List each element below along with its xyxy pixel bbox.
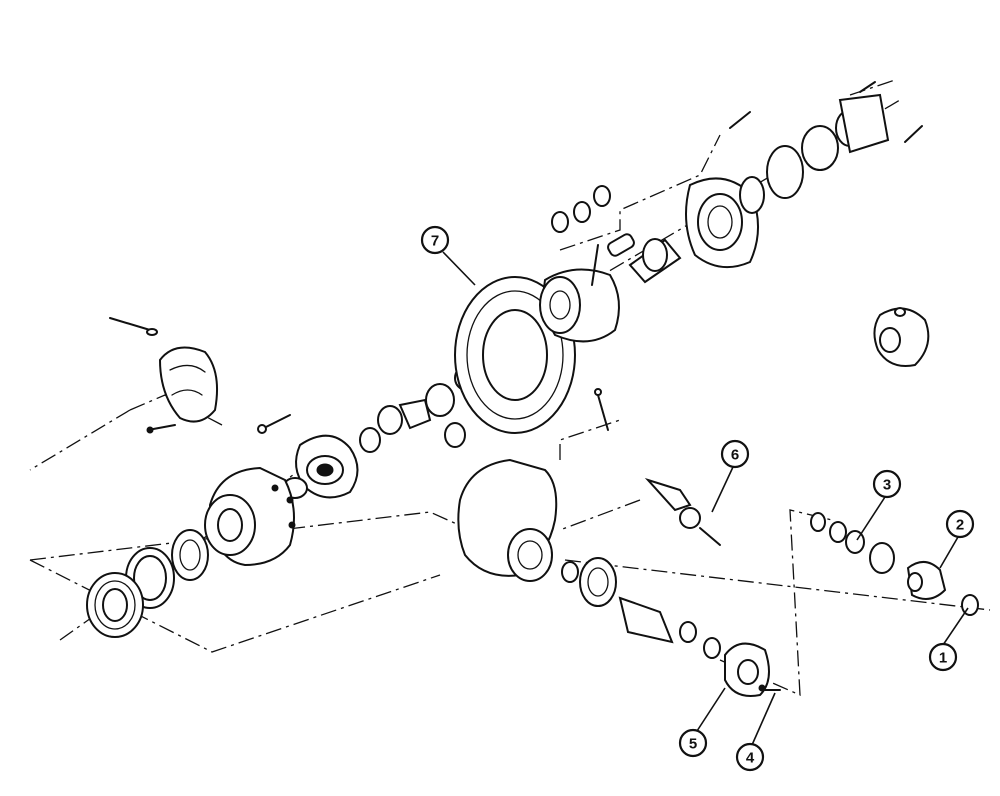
left-bearing-stack (86, 529, 209, 638)
side-gear-cluster (873, 307, 930, 367)
callout-2: 2 (939, 509, 975, 569)
pinion-gear-assembly (561, 557, 781, 697)
callout-1-label: 1 (939, 650, 947, 667)
axle-housing (457, 388, 609, 582)
carrier-bolts (257, 414, 291, 434)
callout-2-label: 2 (956, 517, 964, 534)
callout-7-label: 7 (431, 233, 439, 250)
callout-4-label: 4 (746, 750, 755, 767)
callout-6: 6 (711, 439, 750, 513)
differential-housing (204, 466, 296, 567)
callout-4: 4 (735, 692, 776, 772)
callout-5-label: 5 (689, 736, 697, 753)
bearing-cap-bracket (109, 317, 218, 434)
carrier-case (539, 268, 620, 343)
differential-case-half (282, 434, 359, 499)
callout-3: 3 (856, 469, 902, 541)
companion-flange-stack (810, 512, 979, 616)
callout-1: 1 (928, 607, 969, 672)
callout-3-label: 3 (883, 477, 891, 494)
vent-lever (644, 477, 721, 546)
callout-7: 7 (420, 225, 476, 286)
callout-6-label: 6 (731, 447, 739, 464)
callout-5: 5 (678, 687, 726, 758)
cover-flange (685, 81, 923, 269)
upper-shaft (551, 185, 682, 286)
